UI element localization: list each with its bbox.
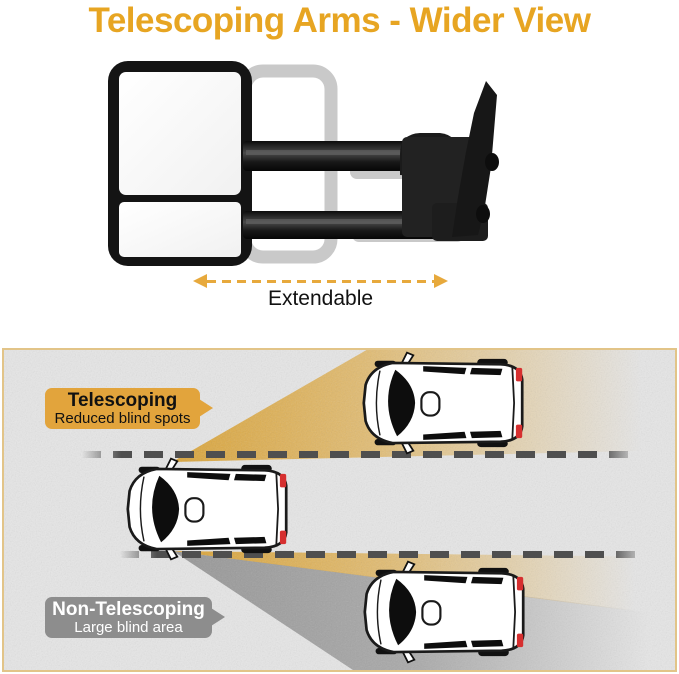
- telescoping-callout-title: Telescoping: [67, 390, 178, 411]
- mounting-bracket: [400, 81, 499, 241]
- car-adjacent-lane: [362, 351, 524, 455]
- car-in-blind-spot: [363, 560, 525, 664]
- extendable-arrow: [193, 274, 448, 288]
- non-telescoping-callout-subtitle: Large blind area: [74, 618, 183, 636]
- car-towing-vehicle: [126, 457, 288, 561]
- blind-spot-diagram: Telescoping Reduced blind spots Non-Tele…: [2, 348, 677, 672]
- non-telescoping-callout-title: Non-Telescoping: [52, 599, 205, 620]
- arrowhead-left-icon: [193, 274, 207, 288]
- main-mirror-glass: [119, 72, 241, 195]
- telescoping-callout: Telescoping Reduced blind spots: [45, 388, 213, 429]
- page-title: Telescoping Arms - Wider View: [88, 1, 591, 40]
- lane-divider-top: [82, 451, 640, 458]
- towing-mirror-illustration: [108, 61, 499, 266]
- arrow-dashed-line: [207, 279, 434, 283]
- arrowhead-right-icon: [434, 274, 448, 288]
- lane-divider-bottom: [120, 551, 647, 558]
- extended-mirror-head: [108, 61, 252, 266]
- callout-pointer-icon: [211, 608, 225, 626]
- extendable-label: Extendable: [267, 287, 374, 310]
- spotter-mirror-glass: [119, 202, 241, 257]
- telescoping-callout-subtitle: Reduced blind spots: [54, 409, 191, 427]
- callout-pointer-icon: [199, 399, 213, 417]
- non-telescoping-callout: Non-Telescoping Large blind area: [45, 597, 225, 638]
